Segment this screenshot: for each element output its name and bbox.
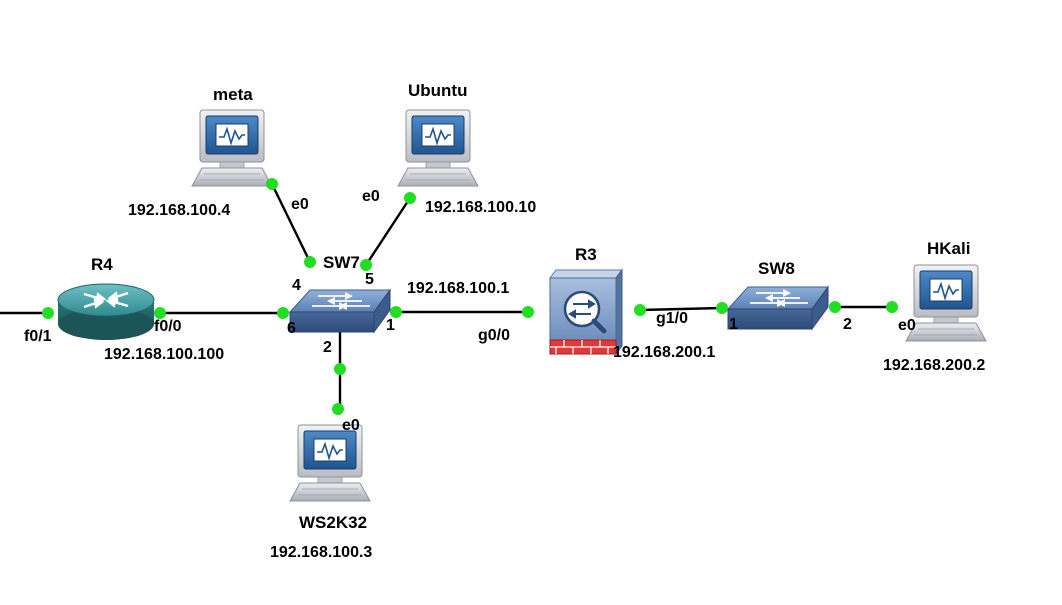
hkali-ip-label: 192.168.200.2 [883,357,986,374]
port-dot-sw7-2 [334,363,346,375]
r4-port-f0-0-label: f0/0 [154,318,182,335]
ws2k32-ip-label: 192.168.100.3 [270,544,373,561]
port-dot-sw7-1 [390,306,402,318]
port-dot-r3-g1-0 [634,304,646,316]
r3-port-g0-0-label: g0/0 [478,327,511,344]
port-dot-ubuntu-e0 [404,192,416,204]
port-dot-sw7-5 [360,259,372,271]
meta-ip-label: 192.168.100.4 [128,202,231,219]
meta-name-label: meta [213,85,253,104]
sw8-port-1-label: 1 [729,316,738,333]
r3-name-label: R3 [575,245,597,264]
sw8-switch-icon[interactable] [727,286,829,330]
sw7-port-4-label: 4 [292,277,301,294]
ubuntu-port-label: e0 [362,188,380,205]
sw7-port-5-label: 5 [365,271,374,288]
r3-ip-out-label: 192.168.200.1 [613,344,716,361]
link-meta-sw7 [270,183,312,263]
ws2k32-port-label: e0 [342,417,360,434]
ubuntu-pc-icon[interactable] [397,109,479,187]
r3-port-g1-0-label: g1/0 [656,310,689,327]
sw8-port-2-label: 2 [843,316,852,333]
sw8-name-label: SW8 [758,259,795,278]
r4-name-label: R4 [91,255,113,274]
port-dot-r4-f0-1 [42,307,54,319]
port-dot-hkali-e0 [886,301,898,313]
sw7-port-6-label: 6 [287,320,296,337]
ws2k32-name-label: WS2K32 [299,513,368,532]
r3-firewall-icon[interactable] [550,270,622,354]
port-status-dots [42,178,898,415]
link-ubuntu-sw7 [364,197,412,266]
r4-router-icon[interactable] [56,282,156,342]
port-dot-ws2k32-e0 [332,403,344,415]
r3-ip-in-label: 192.168.100.1 [407,280,510,297]
ws2k32-pc-icon[interactable] [289,424,371,502]
port-dot-sw8-1 [716,302,728,314]
meta-port-label: e0 [291,196,309,213]
hkali-name-label: HKali [927,239,971,258]
port-dot-sw7-4 [304,256,316,268]
port-dot-r4-f0-0 [154,307,166,319]
sw7-switch-icon[interactable] [289,289,391,333]
port-dot-sw7-6 [277,307,289,319]
meta-pc-icon[interactable] [191,109,273,187]
sw7-port-1-label: 1 [386,317,395,334]
sw7-name-label: SW7 [323,253,360,272]
r4-ip-label: 192.168.100.100 [104,346,225,363]
r4-port-f0-1-label: f0/1 [24,328,52,345]
ubuntu-name-label: Ubuntu [408,81,468,100]
port-dot-r3-g0-0 [522,306,534,318]
link-r3-sw8 [639,306,723,312]
sw7-port-2-label: 2 [323,339,332,356]
port-dot-sw8-2 [829,301,841,313]
ubuntu-ip-label: 192.168.100.10 [425,199,537,216]
port-dot-meta-e0 [266,178,278,190]
hkali-port-label: e0 [898,317,916,334]
hkali-pc-icon[interactable] [905,264,987,342]
